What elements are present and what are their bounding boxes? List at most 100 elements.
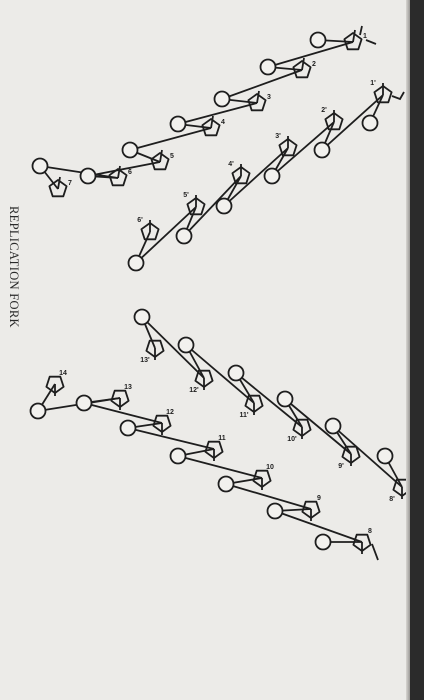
strand-d-bond — [332, 425, 403, 488]
nucleotide-number-label: 9' — [338, 463, 344, 470]
strand-d-bond — [185, 344, 255, 404]
phosphate-group — [309, 31, 327, 49]
strand-b-bond — [135, 206, 197, 264]
nucleotide-number-label: 2' — [321, 107, 327, 114]
phosphate-group — [376, 447, 394, 465]
nucleotide-number-label: 10 — [266, 464, 274, 471]
deoxyribose-sugar — [341, 445, 361, 464]
deoxyribose-sugar — [140, 222, 160, 241]
strand-c-bond — [225, 483, 312, 510]
nucleotide-number-label: 6' — [137, 217, 143, 224]
strand-a-base-link — [57, 176, 61, 190]
page-edge — [406, 0, 410, 700]
deoxyribose-sugar — [194, 369, 214, 388]
strand-b-end — [391, 91, 405, 101]
strand-c-bond — [83, 402, 163, 424]
deoxyribose-sugar — [186, 197, 206, 216]
deoxyribose-sugar — [301, 500, 321, 519]
phosphate-group — [175, 227, 193, 245]
strand-c-bond — [177, 455, 263, 479]
deoxyribose-sugar — [150, 152, 170, 171]
nucleotide-number-label: 1 — [363, 33, 367, 40]
nucleotide-number-label: 13 — [124, 384, 132, 391]
phosphate-group — [215, 197, 233, 215]
phosphate-group — [121, 141, 139, 159]
strand-a-bond — [129, 127, 212, 151]
deoxyribose-sugar — [292, 60, 312, 79]
strand-c-bond — [274, 510, 363, 543]
phosphate-group — [324, 417, 342, 435]
nucleotide-number-label: 11 — [218, 435, 226, 442]
phosphate-group — [127, 254, 145, 272]
nucleotide-number-label: 2 — [312, 61, 316, 68]
strand-a-base-link — [210, 115, 214, 129]
deoxyribose-sugar — [201, 118, 221, 137]
strand-c-end — [371, 543, 379, 561]
nucleotide-number-label: 8' — [389, 496, 395, 503]
strand-b-bond — [271, 121, 335, 177]
phosphate-group — [31, 157, 49, 175]
deoxyribose-sugar — [252, 469, 272, 488]
nucleotide-number-label: 5' — [183, 192, 189, 199]
nucleotide-number-label: 4 — [221, 119, 225, 126]
deoxyribose-sugar — [278, 138, 298, 157]
nucleotide-number-label: 7 — [68, 180, 72, 187]
nucleotide-number-label: 4' — [228, 161, 234, 168]
nucleotide-number-label: 3 — [267, 94, 271, 101]
nucleotide-number-label: 10' — [287, 436, 297, 443]
deoxyribose-sugar — [343, 32, 363, 51]
phosphate-group — [29, 402, 47, 420]
nucleotide-number-label: 9 — [317, 495, 321, 502]
phosphate-group — [266, 502, 284, 520]
deoxyribose-sugar — [292, 418, 312, 437]
phosphate-group — [169, 115, 187, 133]
strand-a-base-link — [159, 149, 163, 163]
strand-b-bond — [321, 94, 384, 151]
strand-b-bond — [183, 175, 242, 237]
strand-a-bond — [177, 102, 258, 125]
strand-b-bond — [223, 147, 289, 207]
deoxyribose-sugar — [231, 166, 251, 185]
strand-a-bond — [221, 69, 303, 100]
strand-a-base-link — [301, 57, 305, 71]
strand-a-bond — [87, 161, 161, 177]
deoxyribose-sugar — [48, 179, 68, 198]
deoxyribose-sugar — [244, 394, 264, 413]
deoxyribose-sugar — [204, 440, 224, 459]
strand-d-bond — [235, 372, 303, 428]
nucleotide-number-label: 12 — [166, 409, 174, 416]
strand-a-bond — [39, 165, 119, 179]
nucleotide-number-label: 12' — [189, 387, 199, 394]
phosphate-group — [133, 308, 151, 326]
nucleotide-number-label: 5 — [170, 153, 174, 160]
phosphate-group — [75, 394, 93, 412]
strand-a-base-link — [117, 165, 121, 179]
deoxyribose-sugar — [108, 168, 128, 187]
deoxyribose-sugar — [145, 339, 165, 358]
deoxyribose-sugar — [352, 533, 372, 552]
phosphate-group — [227, 364, 245, 382]
nucleotide-number-label: 1' — [370, 80, 376, 87]
strand-a-base-link — [352, 29, 356, 43]
phosphate-group — [361, 114, 379, 132]
strand-d-bond — [141, 316, 205, 379]
dna-replication-diagram: 12345671'2'3'4'5'6'8910111213148'9'10'11… — [29, 25, 410, 561]
deoxyribose-sugar — [45, 375, 65, 394]
strand-a-bond — [267, 41, 354, 68]
deoxyribose-sugar — [247, 93, 267, 112]
phosphate-group — [119, 419, 137, 437]
nucleotide-number-label: 13' — [140, 357, 150, 364]
phosphate-group — [217, 475, 235, 493]
strand-a-end — [359, 25, 377, 45]
strand-d-bond — [284, 398, 352, 455]
strand-c-bond — [127, 427, 215, 450]
phosphate-group — [263, 167, 281, 185]
phosphate-group — [313, 141, 331, 159]
deoxyribose-sugar — [324, 112, 344, 131]
deoxyribose-sugar — [110, 389, 130, 408]
phosphate-group — [314, 533, 332, 551]
strand-a-base-link — [256, 90, 260, 104]
nucleotide-number-label: 11' — [239, 412, 248, 419]
